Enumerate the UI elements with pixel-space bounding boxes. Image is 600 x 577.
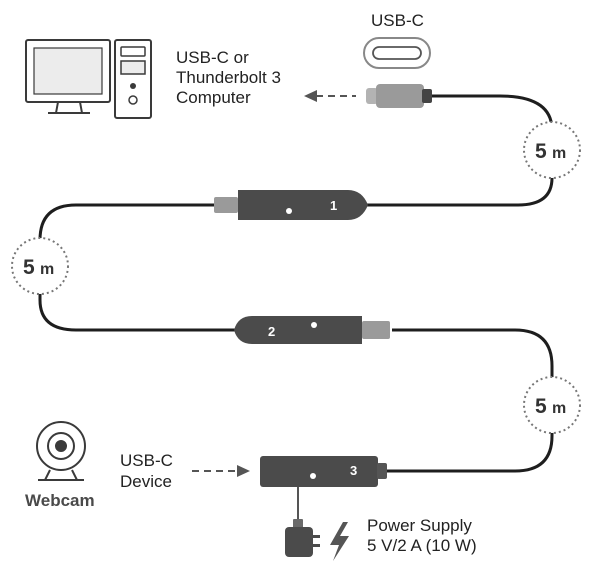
usb-c-top-label: USB-C bbox=[371, 11, 424, 30]
arrow-to-computer bbox=[304, 90, 356, 102]
length-1-unit: m bbox=[552, 145, 566, 162]
module-3-number: 3 bbox=[350, 463, 357, 478]
device-label-line1: USB-C bbox=[120, 451, 173, 470]
module-2-number: 2 bbox=[268, 324, 275, 339]
computer-icon bbox=[25, 39, 152, 119]
arrow-to-module-3 bbox=[192, 465, 250, 477]
webcam-icon bbox=[36, 421, 86, 481]
lightning-icon bbox=[330, 522, 349, 561]
webcam-label: Webcam bbox=[25, 491, 95, 510]
computer-label-line1: USB-C or bbox=[176, 48, 249, 67]
power-adapter-icon bbox=[285, 519, 320, 557]
length-2-value: 5 bbox=[23, 256, 35, 279]
length-1-value: 5 bbox=[535, 140, 547, 163]
length-badge-3: 5 m bbox=[523, 376, 581, 434]
usb-c-plug-top bbox=[366, 84, 432, 108]
extension-cable bbox=[38, 94, 554, 473]
power-label-line1: Power Supply bbox=[367, 516, 472, 535]
length-3-unit: m bbox=[552, 400, 566, 417]
length-3-value: 5 bbox=[535, 395, 547, 418]
module-1-number: 1 bbox=[330, 198, 337, 213]
computer-label-line2: Thunderbolt 3 bbox=[176, 68, 281, 87]
usb-c-port-icon bbox=[363, 37, 431, 69]
repeater-module-2 bbox=[234, 316, 390, 344]
length-2-unit: m bbox=[40, 261, 54, 278]
device-label-line2: Device bbox=[120, 472, 172, 491]
computer-label-line3: Computer bbox=[176, 88, 251, 107]
length-badge-1: 5 m bbox=[523, 121, 581, 179]
power-label-line2: 5 V/2 A (10 W) bbox=[367, 536, 477, 555]
length-badge-2: 5 m bbox=[11, 237, 69, 295]
repeater-module-1 bbox=[214, 190, 368, 220]
repeater-module-3 bbox=[260, 456, 387, 487]
